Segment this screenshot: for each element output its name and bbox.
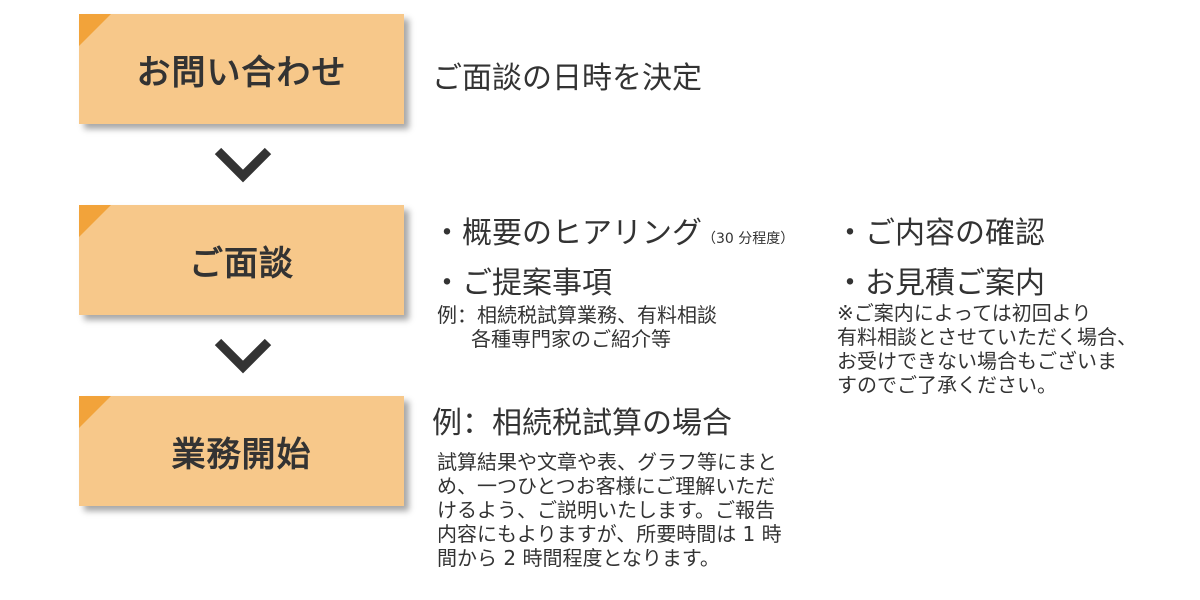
step2-example-line: 各種専門家のご紹介等 [471,327,671,351]
corner-accent [79,14,111,46]
step2-item-hearing: ・概要のヒアリング（30 分程度） [432,208,794,252]
step-box-work-start: 業務開始 [79,396,404,506]
step-label: ご面談 [189,243,294,284]
corner-accent [79,396,111,428]
step2-example-line: 例：相続税試算業務、有料相談 [437,303,717,327]
step3-title: 例：相続税試算の場合 [432,406,732,441]
step-label: お問い合わせ [136,52,347,93]
step3-body-line: 内容にもよりますが、所要時間は 1 時 [437,522,782,546]
chevron-down-icon [214,338,272,374]
step2-item-hearing-text: ・概要のヒアリング [432,216,702,251]
step-label: 業務開始 [171,434,312,475]
step-box-inquiry: お問い合わせ [79,14,404,124]
step2-note-line: お受けできない場合もございま [837,349,1117,373]
step2-item-hearing-note: （30 分程度） [702,231,795,247]
step3-body-line: 間から 2 時間程度となります。 [437,546,720,570]
step3-body-line: 試算結果や文章や表、グラフ等にまと [437,450,777,474]
corner-accent [79,205,111,237]
step2-item-confirm: ・ご内容の確認 [835,216,1045,251]
step1-description: ご面談の日時を決定 [432,61,702,96]
step3-body-line: けるよう、ご説明いたします。ご報告 [437,498,775,522]
step-box-meeting: ご面談 [79,205,404,315]
step2-item-proposal: ・ご提案事項 [432,266,612,301]
chevron-down-icon [214,147,272,183]
step2-note-line: 有料相談とさせていただく場合、 [837,325,1137,349]
step3-body-line: め、一つひとつお客様にご理解いただ [437,474,776,498]
step2-item-estimate: ・お見積ご案内 [835,266,1045,301]
step2-note-line: ※ご案内によっては初回より [837,301,1092,325]
step2-note-line: すのでご了承ください。 [837,373,1057,397]
